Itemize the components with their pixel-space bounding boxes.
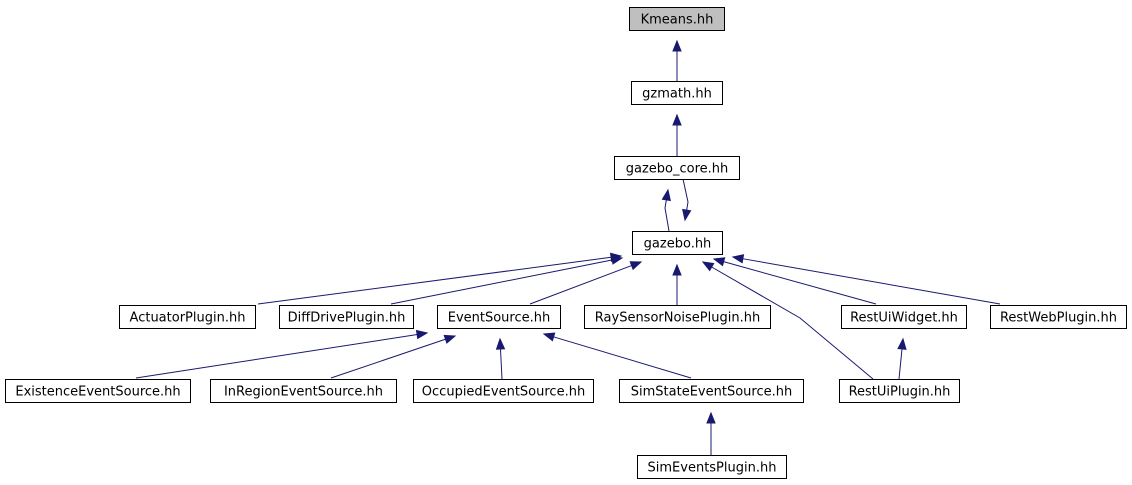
arrow-head [731, 254, 745, 264]
arrow-head [897, 337, 907, 350]
arrow-head [672, 113, 682, 126]
node-box [584, 305, 771, 329]
node-box [413, 379, 594, 403]
edge-line [682, 178, 689, 212]
edge-gazebo-to-gazebo_core [661, 188, 671, 232]
edge-actuator-to-gazebo [257, 252, 623, 305]
arrow-head [672, 39, 682, 52]
node-label: RestUiPlugin.hh [849, 385, 951, 400]
edge-line [710, 266, 874, 380]
node-raysensor[interactable]: RaySensorNoisePlugin.hh [584, 305, 771, 329]
node-box [614, 156, 740, 180]
edge-line [257, 256, 613, 305]
edge-eventsource-to-gazebo [529, 261, 643, 305]
edge-line [664, 198, 670, 232]
node-inregion[interactable]: InRegionEventSource.hh [210, 379, 397, 403]
node-label: ExistenceEventSource.hh [15, 385, 180, 400]
edge-restuiplugin-to-restuiwidget [897, 337, 907, 380]
node-restweb[interactable]: RestWebPlugin.hh [990, 305, 1127, 329]
node-box [629, 7, 725, 31]
node-label: RaySensorNoisePlugin.hh [595, 311, 760, 326]
arrow-head [712, 257, 726, 267]
node-label: gazebo_core.hh [626, 162, 729, 177]
arrow-head [610, 255, 624, 265]
edge-line [330, 338, 447, 379]
edges-layer [135, 39, 1001, 455]
node-label: Kmeans.hh [641, 13, 714, 28]
edge-raysensor-to-gazebo [672, 263, 682, 305]
node-box [619, 379, 804, 403]
node-box [5, 379, 191, 403]
edge-inregion-to-eventsource [330, 334, 457, 379]
arrow-head [706, 411, 716, 424]
edge-restuiplugin-to-gazebo [701, 261, 874, 380]
edge-line [135, 333, 419, 379]
arrow-head [542, 332, 556, 342]
arrow-head [661, 188, 671, 202]
arrow-head [495, 337, 506, 350]
node-restuiwidget[interactable]: RestUiWidget.hh [841, 305, 967, 329]
arrow-head [682, 208, 692, 222]
node-label: InRegionEventSource.hh [224, 385, 383, 400]
node-occupied[interactable]: OccupiedEventSource.hh [413, 379, 594, 403]
node-gazebo_core[interactable]: gazebo_core.hh [614, 156, 740, 180]
node-simstate[interactable]: SimStateEventSource.hh [619, 379, 804, 403]
edge-gazebo_core-to-gazebo [682, 178, 692, 222]
edge-simstate-to-eventsource [542, 332, 692, 379]
node-box [632, 231, 723, 255]
node-gazebo[interactable]: gazebo.hh [632, 231, 723, 255]
node-label: RestUiWidget.hh [850, 311, 958, 326]
node-box [637, 455, 787, 479]
node-label: OccupiedEventSource.hh [422, 385, 585, 400]
edge-line [722, 260, 877, 305]
node-restuiplugin[interactable]: RestUiPlugin.hh [839, 379, 960, 403]
edge-restuiwidget-to-gazebo [712, 257, 877, 305]
node-label: SimStateEventSource.hh [631, 385, 792, 400]
edge-existence-to-eventsource [135, 329, 429, 379]
node-actuator[interactable]: ActuatorPlugin.hh [119, 305, 256, 329]
node-kmeans: Kmeans.hh [629, 7, 725, 31]
edge-line [741, 258, 1001, 305]
edge-line [390, 259, 614, 305]
nodes-layer: Kmeans.hh gzmath.hh gazebo_core.hh gazebo.h… [5, 7, 1127, 479]
node-box [631, 81, 723, 105]
node-box [437, 305, 561, 329]
edge-simevents-to-simstate [706, 411, 716, 455]
arrow-head [415, 329, 429, 340]
node-label: EventSource.hh [448, 311, 551, 326]
edge-line [898, 347, 903, 380]
node-label: gzmath.hh [642, 87, 712, 102]
arrow-head [629, 261, 643, 271]
node-box [279, 305, 414, 329]
node-box [119, 305, 256, 329]
arrow-head [443, 334, 457, 344]
node-label: DiffDrivePlugin.hh [288, 311, 406, 326]
node-diffdrive[interactable]: DiffDrivePlugin.hh [279, 305, 414, 329]
node-simevents[interactable]: SimEventsPlugin.hh [637, 455, 787, 479]
node-label: RestWebPlugin.hh [1000, 311, 1117, 326]
node-existence[interactable]: ExistenceEventSource.hh [5, 379, 191, 403]
edge-gzmath-to-kmeans [672, 39, 682, 81]
node-label: gazebo.hh [644, 237, 712, 252]
node-box [990, 305, 1127, 329]
edge-line [529, 264, 633, 305]
node-label: ActuatorPlugin.hh [130, 311, 246, 326]
edge-occupied-to-eventsource [495, 337, 506, 380]
node-box [210, 379, 397, 403]
edge-line [552, 336, 692, 379]
edge-line [499, 347, 503, 380]
node-label: SimEventsPlugin.hh [648, 461, 777, 476]
arrow-head [672, 263, 682, 276]
edge-gazebo_core-to-gzmath [672, 113, 682, 156]
arrow-head [701, 261, 715, 272]
edge-diffdrive-to-gazebo [390, 255, 624, 305]
node-box [841, 305, 967, 329]
node-eventsource[interactable]: EventSource.hh [437, 305, 561, 329]
node-gzmath[interactable]: gzmath.hh [631, 81, 723, 105]
node-box [839, 379, 960, 403]
edge-restweb-to-gazebo [731, 254, 1001, 305]
